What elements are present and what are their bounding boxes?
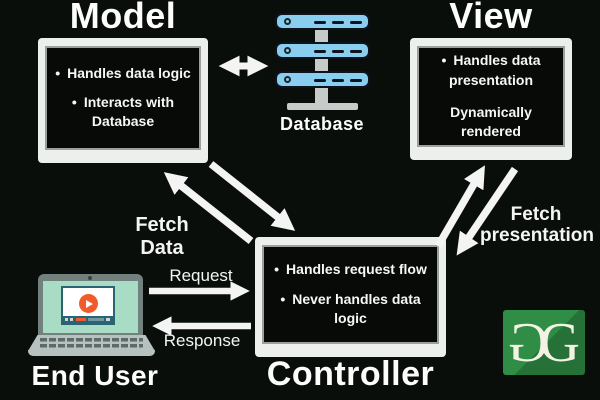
server-led-icon (284, 18, 291, 25)
server-dash (314, 79, 326, 82)
play-button-icon (79, 294, 98, 313)
database-base (287, 103, 358, 110)
laptop-keyboard (28, 335, 155, 351)
keyboard-keys (40, 338, 143, 348)
model-screen: Handles data logic Interacts with Databa… (45, 46, 201, 150)
database-label: Database (279, 114, 365, 134)
response-label: Response (163, 331, 241, 350)
server-led-icon (284, 47, 291, 54)
model-to-controller-arrow (208, 161, 296, 231)
server-icon (275, 42, 370, 59)
controller-item: Never handles data logic (276, 290, 426, 330)
controller-title: Controller (266, 355, 435, 393)
view-box: Handles data presentation Dynamically re… (410, 38, 572, 160)
laptop-icon (38, 274, 143, 335)
laptop-screen (43, 281, 138, 333)
webcam-icon (88, 276, 92, 280)
controller-box: Handles request flow Never handles data … (255, 237, 446, 357)
server-dash (350, 50, 362, 53)
view-item: Handles data presentation (429, 51, 554, 91)
server-dash (332, 50, 344, 53)
logo-letter-g: G (539, 311, 580, 374)
fetch-data-label: Fetch Data (135, 214, 189, 259)
video-player-icon (61, 286, 115, 325)
progress-track (88, 318, 104, 321)
controller-item: Handles request flow (274, 260, 427, 280)
server-dash (314, 21, 326, 24)
play-triangle-icon (86, 299, 93, 308)
server-dash (332, 79, 344, 82)
end-user-label: End User (31, 360, 159, 391)
server-icon (275, 13, 370, 30)
server-dash (350, 21, 362, 24)
fetch-presentation-label: Fetch presentation (480, 204, 595, 246)
logo-letter-reversed-g: G (508, 311, 549, 374)
model-box: Handles data logic Interacts with Databa… (38, 38, 208, 163)
view-screen: Handles data presentation Dynamically re… (417, 46, 565, 147)
control-dot (70, 318, 73, 321)
server-dash (332, 21, 344, 24)
progress-bar (76, 318, 86, 321)
view-title: View (449, 0, 533, 36)
controller-screen: Handles request flow Never handles data … (262, 245, 439, 344)
view-note: Dynamically rendered (450, 103, 532, 140)
controller-to-view-arrow (434, 165, 485, 248)
laptop-base (28, 350, 155, 356)
server-led-icon (284, 76, 291, 83)
server-icon (275, 71, 370, 88)
model-item: Handles data logic (55, 64, 191, 84)
server-dash (350, 79, 362, 82)
model-item: Interacts with Database (61, 93, 186, 133)
fullscreen-dot (106, 318, 110, 321)
video-controls-bar (63, 316, 113, 323)
control-dot (65, 318, 68, 321)
server-dash (314, 50, 326, 53)
model-title: Model (69, 0, 177, 36)
request-label: Request (169, 266, 233, 285)
